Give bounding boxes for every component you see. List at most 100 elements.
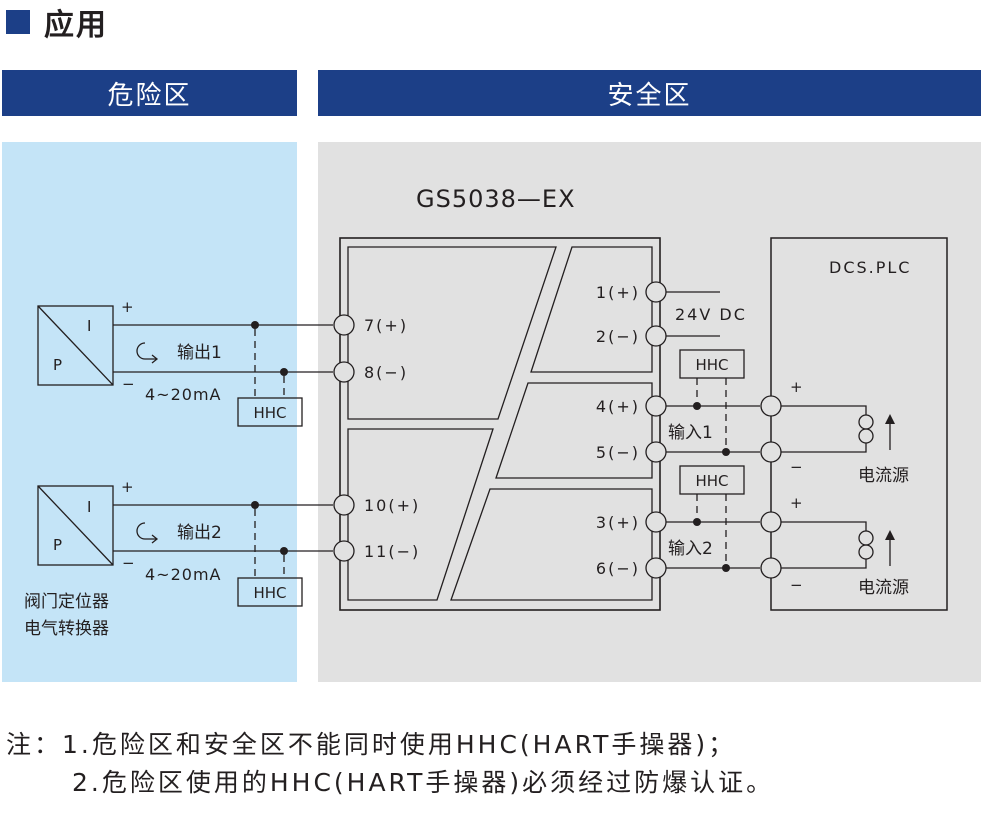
terminal-8-label: 8(−) — [364, 363, 408, 382]
junction-dot — [280, 368, 288, 376]
hhc-label: HHC — [253, 404, 286, 422]
hhc-label: HHC — [695, 356, 728, 374]
device-outer-frame — [339, 237, 661, 611]
terminal-5-label: 5(−) — [596, 443, 640, 462]
current-source-2-label: 电流源 — [858, 578, 909, 598]
converter-1-diagonal — [37, 305, 114, 386]
output-2-label: 输出2 — [177, 523, 222, 543]
title-square-icon — [6, 10, 30, 34]
terminal-7 — [333, 314, 355, 336]
terminal-2 — [645, 325, 667, 347]
plus-sign: + — [790, 494, 803, 512]
device-power-block — [530, 246, 653, 373]
converter-2-diagonal — [37, 485, 114, 566]
device-channel-1-block — [347, 246, 557, 420]
note-row-1: 注：1.危险区和安全区不能同时使用HHC(HART手操器)； — [6, 726, 774, 764]
terminal-10 — [333, 494, 355, 516]
device-input-2-block — [450, 488, 653, 601]
junction-dot — [722, 448, 730, 456]
terminal-5 — [645, 441, 667, 463]
input-1-label: 输入1 — [668, 423, 713, 443]
terminal-2-label: 2(−) — [596, 327, 640, 346]
current-arrowhead-icon — [885, 530, 895, 540]
current-loop-arrowhead-icon — [151, 354, 159, 364]
current-loop-arrowhead-icon — [151, 534, 159, 544]
device-input-1-block — [495, 382, 653, 479]
terminal-6 — [645, 557, 667, 579]
terminal-11 — [333, 540, 355, 562]
minus-sign: − — [122, 375, 135, 393]
hazard-zone-header: 危险区 — [2, 70, 297, 116]
note-row-2: 2.危险区使用的HHC(HART手操器)必须经过防爆认证。 — [6, 764, 774, 802]
hhc-box-left-2 — [237, 577, 303, 607]
converter-1-letter-p: P — [53, 356, 62, 374]
current-arrowhead-icon — [885, 414, 895, 424]
note-2: 2.危险区使用的HHC(HART手操器)必须经过防爆认证。 — [72, 768, 775, 797]
notes-prefix: 注： — [6, 730, 63, 759]
field-caption-line-2: 电气转换器 — [24, 619, 109, 639]
safe-zone-header: 安全区 — [318, 70, 981, 116]
field-converter-1: I P — [37, 305, 114, 386]
converter-2-letter-p: P — [53, 536, 62, 554]
terminal-1 — [645, 281, 667, 303]
current-source-2-icon — [858, 530, 874, 546]
terminal-11-label: 11(−) — [364, 542, 420, 561]
section-title: 应用 — [6, 2, 108, 43]
terminal-7-label: 7(+) — [364, 316, 408, 335]
source-2-lead-bottom — [781, 559, 867, 569]
hazard-zone-area — [2, 142, 297, 682]
field-converter-2: I P — [37, 485, 114, 566]
device-model: GS5038—EX — [416, 185, 576, 213]
minus-sign: − — [790, 576, 803, 594]
section-title-text: 应用 — [44, 8, 108, 43]
left-terminals: 7(+) 8(−) 10(+) 11(−) — [333, 314, 420, 562]
isolator-device: GS5038—EX — [339, 185, 661, 611]
source-1-lead-top — [781, 405, 867, 415]
dcs-plc-box — [770, 237, 948, 611]
hhc-box-left-1 — [237, 397, 303, 427]
junction-dot — [280, 547, 288, 555]
input-2-label: 输入2 — [668, 539, 713, 559]
terminal-3 — [645, 511, 667, 533]
plus-sign: + — [121, 298, 134, 316]
dcs-terminal — [760, 395, 782, 417]
right-terminals: 1(+) 2(−) 4(+) 5(−) 3(+) 6(−) — [596, 281, 667, 579]
source-1-lead-bottom — [781, 443, 867, 453]
dcs-plc-label: DCS.PLC — [829, 258, 911, 277]
hhc-label: HHC — [253, 584, 286, 602]
current-source-2-icon — [858, 544, 874, 560]
power-label: 24V DC — [675, 305, 747, 324]
converter-1-box — [37, 305, 114, 386]
current-loop-arrow-icon — [136, 342, 157, 360]
terminal-10-label: 10(+) — [364, 496, 420, 515]
terminal-8 — [333, 361, 355, 383]
converter-2-box — [37, 485, 114, 566]
field-caption-line-1: 阀门定位器 — [24, 592, 109, 612]
note-1: 1.危险区和安全区不能同时使用HHC(HART手操器)； — [62, 730, 737, 759]
source-2-lead-top — [781, 521, 867, 531]
junction-dot — [693, 402, 701, 410]
junction-dot — [251, 321, 259, 329]
terminal-4 — [645, 395, 667, 417]
junction-dot — [693, 518, 701, 526]
terminal-1-label: 1(+) — [596, 283, 640, 302]
minus-sign: − — [790, 458, 803, 476]
signal-label-2: 4~20mA — [145, 565, 221, 584]
hhc-box-right-2 — [679, 465, 745, 495]
dcs-terminal — [760, 511, 782, 533]
terminal-3-label: 3(+) — [596, 513, 640, 532]
hhc-label: HHC — [695, 472, 728, 490]
signal-label-1: 4~20mA — [145, 385, 221, 404]
hhc-box-right-1 — [679, 349, 745, 379]
plus-sign: + — [121, 478, 134, 496]
dcs-terminal — [760, 441, 782, 463]
current-source-1-label: 电流源 — [858, 466, 909, 486]
notes: 注：1.危险区和安全区不能同时使用HHC(HART手操器)； 2.危险区使用的H… — [6, 726, 774, 802]
current-source-1-icon — [858, 428, 874, 444]
junction-dot — [722, 564, 730, 572]
minus-sign: − — [122, 554, 135, 572]
terminal-6-label: 6(−) — [596, 559, 640, 578]
current-loop-arrow-icon — [136, 522, 157, 540]
output-1-label: 输出1 — [177, 343, 222, 363]
